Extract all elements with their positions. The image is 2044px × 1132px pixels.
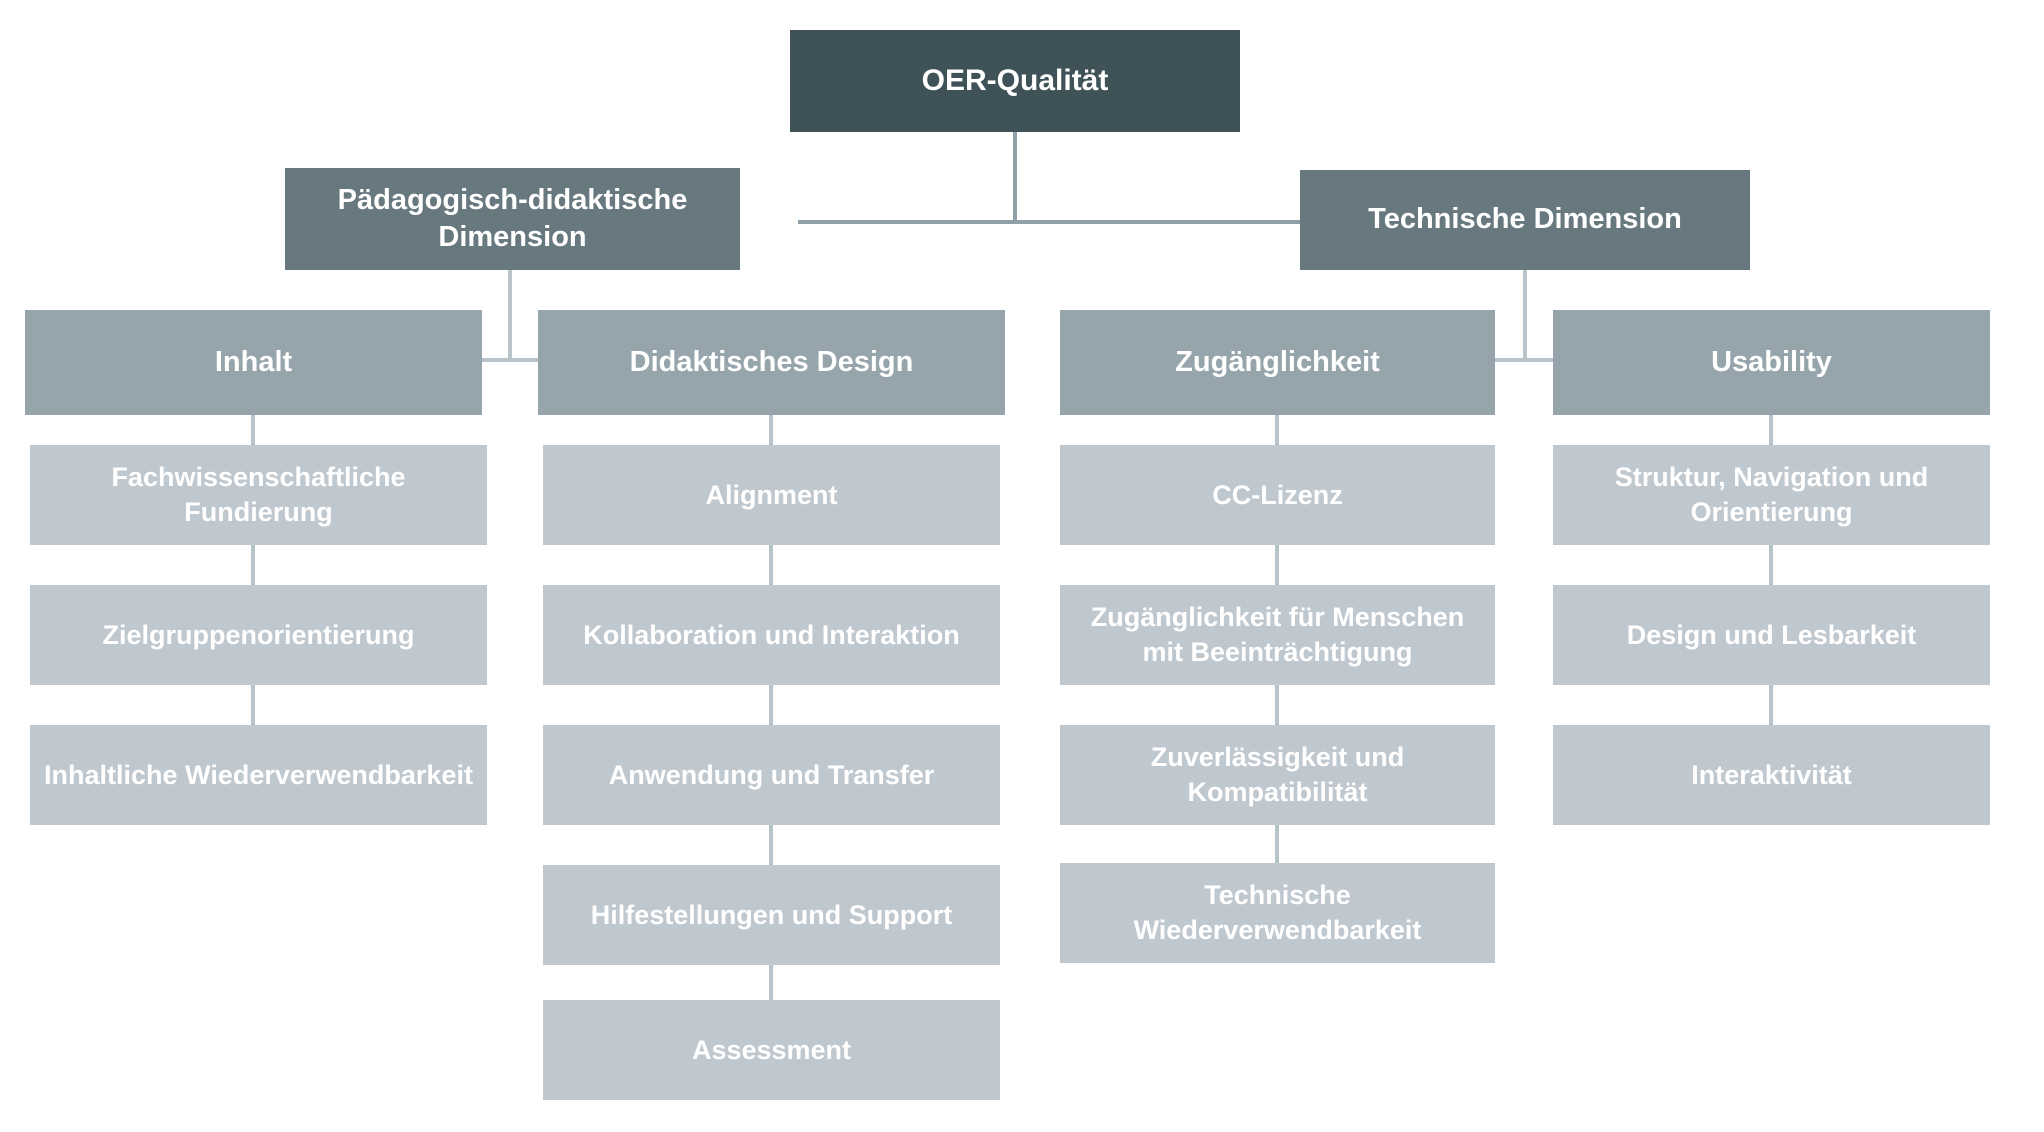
node-label: Usability xyxy=(1711,345,1832,378)
node-label: Inhalt xyxy=(214,345,293,378)
connector-root-stem xyxy=(1013,132,1017,222)
node-hilfestellungen-und-support[interactable]: Hilfestellungen und Support xyxy=(543,865,1000,965)
node-label: Assessment xyxy=(691,1034,852,1065)
node-label: Zuverlässigkeit und Kompatibilität xyxy=(1150,742,1405,807)
node-struktur-navigation-und-orientierung[interactable]: Struktur, Navigation und Orientierung xyxy=(1553,445,1990,545)
node-usability[interactable]: Usability xyxy=(1553,310,1990,415)
node-label: Design und Lesbarkeit xyxy=(1626,619,1917,650)
node-inhalt[interactable]: Inhalt xyxy=(25,310,482,415)
node-label: Pädagogisch-didaktische Dimension xyxy=(337,183,688,253)
node-label: Interaktivität xyxy=(1691,759,1852,790)
node-label: CC-Lizenz xyxy=(1212,479,1343,510)
node-zielgruppenorientierung[interactable]: Zielgruppenorientierung xyxy=(30,585,487,685)
node-label: OER-Qualität xyxy=(921,63,1109,97)
node-oer-qualitaet[interactable]: OER-Qualität xyxy=(790,30,1240,132)
node-label: Fachwissenschaftliche Fundierung xyxy=(111,462,406,527)
node-didaktisches-design[interactable]: Didaktisches Design xyxy=(538,310,1005,415)
node-label: Technische Dimension xyxy=(1368,203,1682,236)
connector-column-inhalt xyxy=(251,415,255,725)
node-label: Hilfestellungen und Support xyxy=(590,899,953,930)
node-technische-dimension[interactable]: Technische Dimension xyxy=(1300,170,1750,270)
node-anwendung-und-transfer[interactable]: Anwendung und Transfer xyxy=(543,725,1000,825)
node-paedagogisch-didaktische-dimension[interactable]: Pädagogisch-didaktische Dimension xyxy=(285,168,740,270)
node-label: Anwendung und Transfer xyxy=(608,759,935,790)
node-label: Kollaboration und Interaktion xyxy=(583,619,960,650)
node-label: Zielgruppenorientierung xyxy=(102,619,415,650)
node-label: Zugänglichkeit xyxy=(1175,345,1380,378)
node-design-und-lesbarkeit[interactable]: Design und Lesbarkeit xyxy=(1553,585,1990,685)
node-inhaltliche-wiederverwendbarkeit[interactable]: Inhaltliche Wiederverwendbarkeit xyxy=(30,725,487,825)
connector-technical-category-bar xyxy=(1493,358,1555,362)
connector-pedagogic-stem xyxy=(508,270,512,362)
connector-technical-stem xyxy=(1523,270,1527,362)
node-zugaenglichkeit-fuer-menschen-mit-beeintraechtigung[interactable]: Zugänglichkeit für Menschen mit Beeinträ… xyxy=(1060,585,1495,685)
node-kollaboration-und-interaktion[interactable]: Kollaboration und Interaktion xyxy=(543,585,1000,685)
node-label: Struktur, Navigation und Orientierung xyxy=(1614,462,1929,527)
node-interaktivitaet[interactable]: Interaktivität xyxy=(1553,725,1990,825)
node-zuverlaessigkeit-und-kompatibilitaet[interactable]: Zuverlässigkeit und Kompatibilität xyxy=(1060,725,1495,825)
node-fachwissenschaftliche-fundierung[interactable]: Fachwissenschaftliche Fundierung xyxy=(30,445,487,545)
node-zugaenglichkeit[interactable]: Zugänglichkeit xyxy=(1060,310,1495,415)
node-technische-wiederverwendbarkeit[interactable]: Technische Wiederverwendbarkeit xyxy=(1060,863,1495,963)
node-assessment[interactable]: Assessment xyxy=(543,1000,1000,1100)
connector-column-usability xyxy=(1769,415,1773,725)
connector-dimension-bar xyxy=(798,220,1302,224)
node-label: Inhaltliche Wiederverwendbarkeit xyxy=(44,759,473,790)
node-label: Zugänglichkeit für Menschen mit Beeinträ… xyxy=(1090,602,1465,667)
node-alignment[interactable]: Alignment xyxy=(543,445,1000,545)
node-label: Technische Wiederverwendbarkeit xyxy=(1133,880,1422,945)
node-cc-lizenz[interactable]: CC-Lizenz xyxy=(1060,445,1495,545)
connector-pedagogic-category-bar xyxy=(480,358,540,362)
connector-column-didaktisches-design xyxy=(769,415,773,1000)
node-label: Alignment xyxy=(705,479,838,510)
node-label: Didaktisches Design xyxy=(629,345,914,378)
